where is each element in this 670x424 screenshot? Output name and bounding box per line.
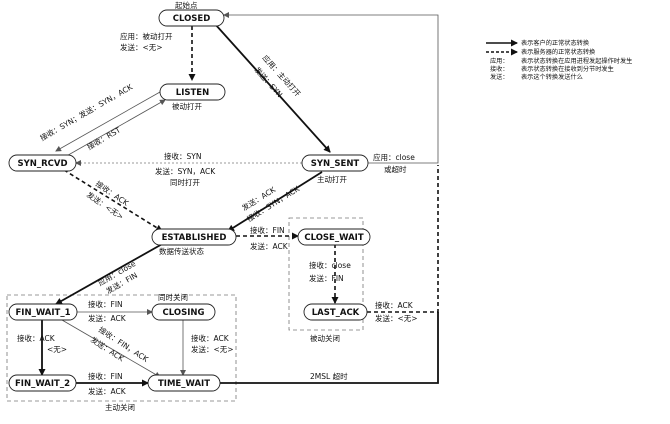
closing-tw-label-2: 发送：<无> <box>191 344 234 354</box>
rcvd-listen-label: 接收：RST <box>85 124 122 151</box>
edge-synsent-est <box>227 171 323 232</box>
fw2-tw-label-2: 发送：ACK <box>88 386 127 396</box>
legend-client-text: 表示客户的正常状态转换 <box>521 39 589 47</box>
est-cw-label-1: 接收：FIN <box>250 225 285 235</box>
legend: 表示客户的正常状态转换 表示服务器的正常状态转换 应用： 表示状态转换在应用进程… <box>486 39 632 81</box>
legend-app-desc: 表示状态转换在应用进程发起操作时发生 <box>521 57 632 65</box>
legend-server-text: 表示服务器的正常状态转换 <box>521 48 595 56</box>
state-last-ack: LAST_ACK <box>303 303 368 321</box>
passive-close-label: 被动关闭 <box>310 333 340 343</box>
cw-la-label-2: 发送：FIN <box>309 273 344 283</box>
state-established: ESTABLISHED <box>151 228 237 246</box>
sent-rcvd-label-2: 发送：SYN，ACK <box>155 166 216 176</box>
legend-app-key: 应用： <box>490 57 509 65</box>
start-point-label: 起始点 <box>175 0 198 10</box>
state-close-wait-label: CLOSE_WAIT <box>304 233 363 243</box>
sent-rcvd-label-1: 接收：SYN <box>164 151 201 161</box>
simultaneous-close-label: 同时关闭 <box>158 292 188 302</box>
legend-recv-desc: 表示状态转换在接收到分节时发生 <box>521 65 614 73</box>
state-closed: CLOSED <box>158 9 225 27</box>
state-closing: CLOSING <box>151 303 216 321</box>
sent-closed-label-1: 应用：close <box>373 152 415 162</box>
state-fin-wait-1: FIN_WAIT_1 <box>8 303 78 321</box>
legend-recv-key: 接收： <box>490 65 509 73</box>
edge-synrcvd-est <box>63 169 163 232</box>
state-close-wait: CLOSE_WAIT <box>297 228 371 246</box>
sent-closed-label-2: 或超时 <box>384 164 407 174</box>
la-closed-label-1: 接收：ACK <box>375 300 414 310</box>
edge-est-fw1 <box>55 242 165 305</box>
active-close-label: 主动关闭 <box>105 402 135 412</box>
closed-listen-label-2: 发送：<无> <box>120 42 163 52</box>
fw2-tw-label-1: 接收：FIN <box>88 371 123 381</box>
edge-listen-synrcvd <box>55 91 161 152</box>
state-syn-rcvd: SYN_RCVD <box>8 154 77 172</box>
state-last-ack-label: LAST_ACK <box>312 308 360 318</box>
edge-closed-synsent <box>214 23 331 153</box>
listen-note: 被动打开 <box>172 101 202 111</box>
state-listen: LISTEN <box>159 83 226 101</box>
legend-send-key: 发送： <box>490 73 509 81</box>
state-fin-wait-2-label: FIN_WAIT_2 <box>15 379 70 389</box>
fw1-closing-label-1: 接收：FIN <box>88 299 123 309</box>
sent-note: 主动打开 <box>317 174 347 184</box>
sent-rcvd-label-3: 同时打开 <box>170 177 200 187</box>
la-closed-label-2: 发送：<无> <box>375 313 418 323</box>
est-note: 数据传送状态 <box>159 246 204 256</box>
state-time-wait: TIME_WAIT <box>147 374 221 392</box>
state-listen-label: LISTEN <box>176 88 209 98</box>
state-fin-wait-1-label: FIN_WAIT_1 <box>15 308 70 318</box>
state-time-wait-label: TIME_WAIT <box>158 379 210 389</box>
state-established-label: ESTABLISHED <box>162 233 227 243</box>
state-syn-sent: SYN_SENT <box>301 154 369 172</box>
edge-timewait-closed <box>220 312 439 384</box>
state-fin-wait-2: FIN_WAIT_2 <box>8 374 77 392</box>
legend-send-desc: 表示这个转换发送什么 <box>521 73 583 81</box>
state-syn-sent-label: SYN_SENT <box>311 159 360 169</box>
edge-synsent-closed <box>223 12 439 164</box>
passive-close-group <box>288 217 364 331</box>
fw1-closing-label-2: 发送：ACK <box>88 313 127 323</box>
closing-tw-label-1: 接收：ACK <box>191 333 230 343</box>
fw1-fw2-label-1: 接收：ACK <box>17 333 56 343</box>
edge-lastack-closed <box>367 165 439 313</box>
state-closing-label: CLOSING <box>163 308 205 318</box>
state-syn-rcvd-label: SYN_RCVD <box>17 159 67 169</box>
tw-closed-label: 2MSL 超时 <box>310 371 348 381</box>
closed-listen-label-1: 应用：被动打开 <box>120 31 173 41</box>
state-closed-label: CLOSED <box>173 14 211 24</box>
edge-synrcvd-listen <box>62 99 166 159</box>
edge-fw1-timewait <box>61 319 161 378</box>
est-cw-label-2: 发送：ACK <box>250 241 289 251</box>
active-close-group <box>6 294 237 402</box>
cw-la-label-1: 接收：close <box>309 260 351 270</box>
fw1-fw2-label-2: <无> <box>47 345 67 354</box>
